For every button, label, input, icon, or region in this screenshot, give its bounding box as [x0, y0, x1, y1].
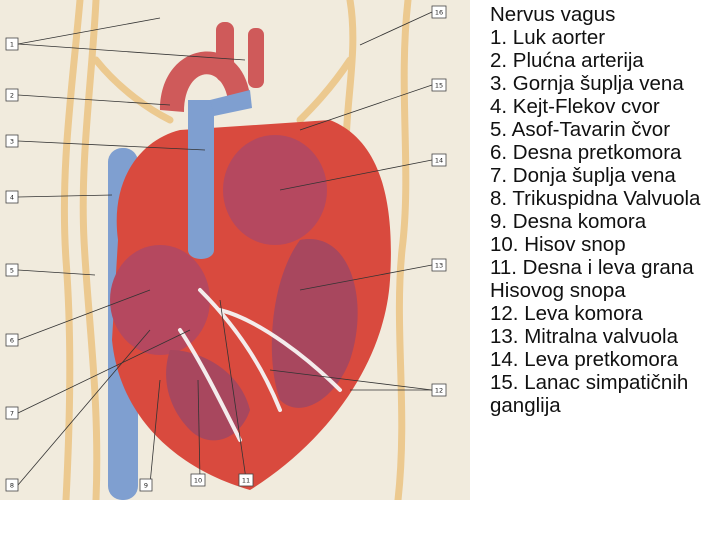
tag-6: 6 [6, 334, 18, 346]
tag-15: 15 [432, 79, 446, 91]
tag-7: 7 [6, 407, 18, 419]
legend-item: 10. Hisov snop [490, 233, 718, 256]
svg-text:12: 12 [435, 387, 443, 395]
svg-text:9: 9 [144, 482, 148, 490]
tag-2: 2 [6, 89, 18, 101]
legend-item: 6. Desna pretkomora [490, 141, 718, 164]
tag-1: 1 [6, 38, 18, 50]
legend-item: 11. Desna i leva grana Hisovog snopa [490, 256, 718, 302]
svg-text:15: 15 [435, 82, 443, 90]
tag-8: 8 [6, 479, 18, 491]
legend-item: 2. Plućna arterija [490, 49, 718, 72]
svg-text:7: 7 [10, 410, 14, 418]
svg-text:4: 4 [10, 194, 14, 202]
legend-item: 13. Mitralna valvuola [490, 325, 718, 348]
heart-anatomy-diagram: 1 2 3 4 5 6 7 8 9 10 11 12 13 14 15 16 [0, 0, 480, 500]
tag-10: 10 [191, 474, 205, 486]
svg-text:8: 8 [10, 482, 14, 490]
legend-item: 14. Leva pretkomora [490, 348, 718, 371]
legend-item: 5. Asof-Tavarin čvor [490, 118, 718, 141]
legend-list: Nervus vagus 1. Luk aorter 2. Plućna art… [490, 3, 718, 417]
tag-16: 16 [432, 6, 446, 18]
legend-item: 3. Gornja šuplja vena [490, 72, 718, 95]
svg-text:5: 5 [10, 267, 14, 275]
tag-12: 12 [432, 384, 446, 396]
legend-item: 15. Lanac simpatičnih ganglija [490, 371, 718, 417]
svg-text:2: 2 [10, 92, 14, 100]
tag-11: 11 [239, 474, 253, 486]
legend-item: 7. Donja šuplja vena [490, 164, 718, 187]
legend-item: 8. Trikuspidna Valvuola [490, 187, 718, 210]
superior-vena-cava [188, 100, 214, 259]
tag-4: 4 [6, 191, 18, 203]
svg-text:1: 1 [10, 41, 14, 49]
svg-text:13: 13 [435, 262, 443, 270]
svg-text:10: 10 [194, 477, 202, 485]
svg-text:14: 14 [435, 157, 443, 165]
svg-text:3: 3 [10, 138, 14, 146]
tag-3: 3 [6, 135, 18, 147]
left-atrium-chamber [223, 135, 327, 245]
svg-text:11: 11 [242, 477, 250, 485]
legend-item: 9. Desna komora [490, 210, 718, 233]
svg-text:16: 16 [435, 9, 443, 17]
legend-item: 1. Luk aorter [490, 26, 718, 49]
tag-9: 9 [140, 479, 152, 491]
tag-14: 14 [432, 154, 446, 166]
legend-item: 4. Kejt-Flekov cvor [490, 95, 718, 118]
svg-text:6: 6 [10, 337, 14, 345]
right-atrium-chamber [110, 245, 210, 355]
legend-item: 12. Leva komora [490, 302, 718, 325]
tag-5: 5 [6, 264, 18, 276]
tag-13: 13 [432, 259, 446, 271]
legend-item: Nervus vagus [490, 3, 718, 26]
